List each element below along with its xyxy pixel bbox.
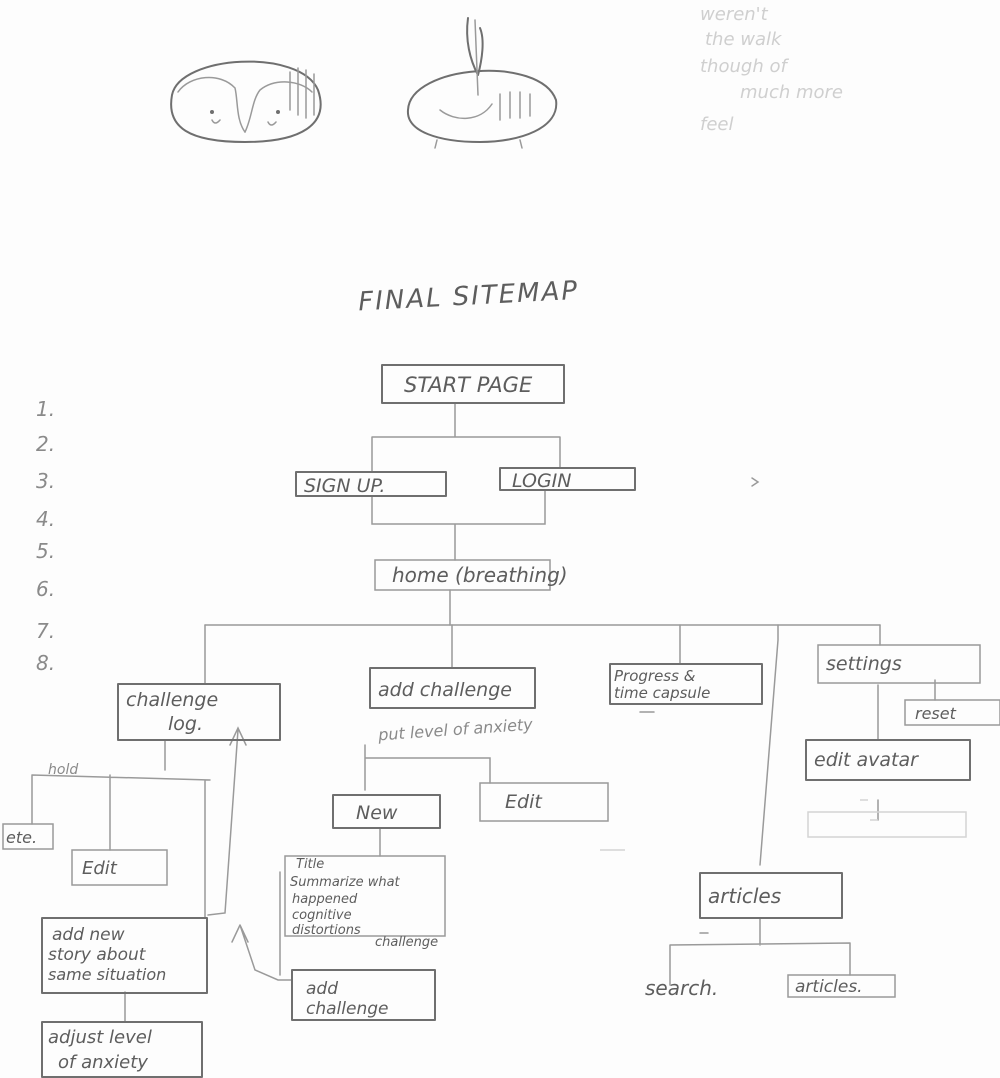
list-number: 3.: [36, 469, 55, 493]
new-box: [332, 794, 441, 829]
adjust-anxiety-box: [41, 1021, 203, 1078]
list-number: 4.: [36, 507, 55, 531]
faint-box: [807, 811, 967, 838]
search-label: search.: [645, 976, 718, 1000]
add-new-story-label-2: story about: [48, 945, 147, 965]
settings-box: [817, 644, 981, 684]
list-number: 1.: [36, 397, 55, 421]
home-label: home (breathing): [392, 563, 568, 587]
edit-mid-label: Edit: [505, 791, 543, 813]
form-field: cognitive: [292, 908, 352, 923]
svg-text:the walk: the walk: [705, 29, 783, 50]
page-title: FINAL SITEMAP: [357, 276, 579, 318]
articles-box: [699, 872, 843, 919]
settings-label: settings: [826, 653, 902, 675]
add-challenge-btn-label-1: add: [306, 979, 338, 999]
add-challenge-label: add challenge: [378, 679, 512, 701]
challenge-log-box: [117, 683, 281, 741]
form-field: challenge: [375, 935, 438, 950]
sign-up-box: [295, 471, 447, 497]
edit-left-box: [71, 849, 168, 886]
list-number: 2.: [36, 432, 55, 456]
list-number: 5.: [36, 539, 55, 563]
progress-label-1: Progress &: [614, 667, 696, 685]
start-page-box: [381, 364, 565, 404]
add-challenge-btn-label-2: challenge: [306, 999, 388, 1019]
delete-box: [2, 823, 54, 850]
sign-up-label: SIGN UP.: [304, 475, 385, 497]
add-challenge-box: [369, 667, 536, 709]
login-box: [499, 467, 636, 491]
add-challenge-btn-box: [291, 969, 436, 1021]
add-new-story-label-3: same situation: [48, 965, 166, 984]
start-page-label: START PAGE: [404, 373, 533, 397]
svg-text:much more: much more: [740, 82, 843, 103]
form-fields-box: [284, 855, 446, 937]
delete-label: ete.: [6, 828, 37, 847]
new-label: New: [356, 802, 398, 824]
svg-text:though of: though of: [700, 56, 789, 77]
anxiety-note: put level of anxiety: [377, 715, 534, 745]
add-new-story-box: [41, 917, 208, 994]
list-number: 6.: [36, 577, 55, 601]
add-new-story-label-1: add new: [52, 925, 125, 945]
reset-label: reset: [915, 704, 957, 723]
numbered-list: 1. 2. 3. 4. 5. 6. 7. 8.: [36, 397, 55, 675]
adjust-anxiety-label-2: of anxiety: [58, 1052, 148, 1073]
mascot-sketch-back: [406, 17, 558, 149]
svg-text:weren't: weren't: [700, 4, 769, 25]
list-number: 8.: [36, 651, 55, 675]
reset-box: [904, 699, 1000, 726]
edit-avatar-box: [805, 739, 971, 781]
articles-sub-label: articles.: [795, 977, 863, 997]
edit-avatar-label: edit avatar: [814, 749, 919, 771]
form-field: distortions: [292, 923, 361, 938]
mascot-sketch-front: [170, 60, 322, 143]
form-field: Title: [296, 857, 324, 872]
challenge-log-label-2: log.: [168, 713, 203, 735]
form-field: Summarize what: [290, 875, 401, 890]
login-label: LOGIN: [512, 470, 572, 492]
list-number: 7.: [36, 619, 55, 643]
progress-box: [609, 663, 763, 705]
articles-label: articles: [708, 884, 781, 908]
form-field: happened: [292, 892, 358, 907]
progress-label-2: time capsule: [614, 684, 710, 702]
home-box: [374, 559, 551, 591]
edit-left-label: Edit: [82, 858, 118, 879]
challenge-log-label-1: challenge: [126, 689, 218, 711]
hold-label: hold: [48, 762, 78, 778]
svg-text:feel: feel: [700, 114, 734, 135]
adjust-anxiety-label-1: adjust level: [48, 1027, 152, 1048]
articles-sub-box: [787, 974, 896, 998]
edit-mid-box: [479, 782, 609, 822]
